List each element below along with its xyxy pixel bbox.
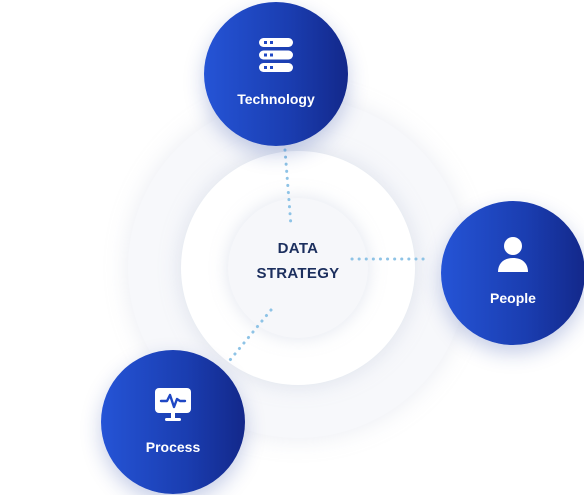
connector-process [228, 308, 273, 362]
people-node[interactable]: People [441, 201, 584, 345]
inner-ring [228, 198, 368, 338]
technology-label: Technology [237, 91, 315, 107]
monitor-pulse-icon [155, 388, 191, 421]
user-icon [498, 237, 528, 272]
center-label-line2: STRATEGY [256, 265, 340, 282]
process-node[interactable]: Process [101, 350, 245, 494]
server-stack-icon [259, 38, 293, 72]
connector-technology [283, 148, 293, 228]
center-label-line1: DATA [277, 240, 319, 257]
process-label: Process [145, 439, 201, 455]
people-label: People [490, 290, 536, 306]
technology-node[interactable]: Technology [204, 2, 348, 146]
center-label: DATA STRATEGY [228, 236, 368, 286]
